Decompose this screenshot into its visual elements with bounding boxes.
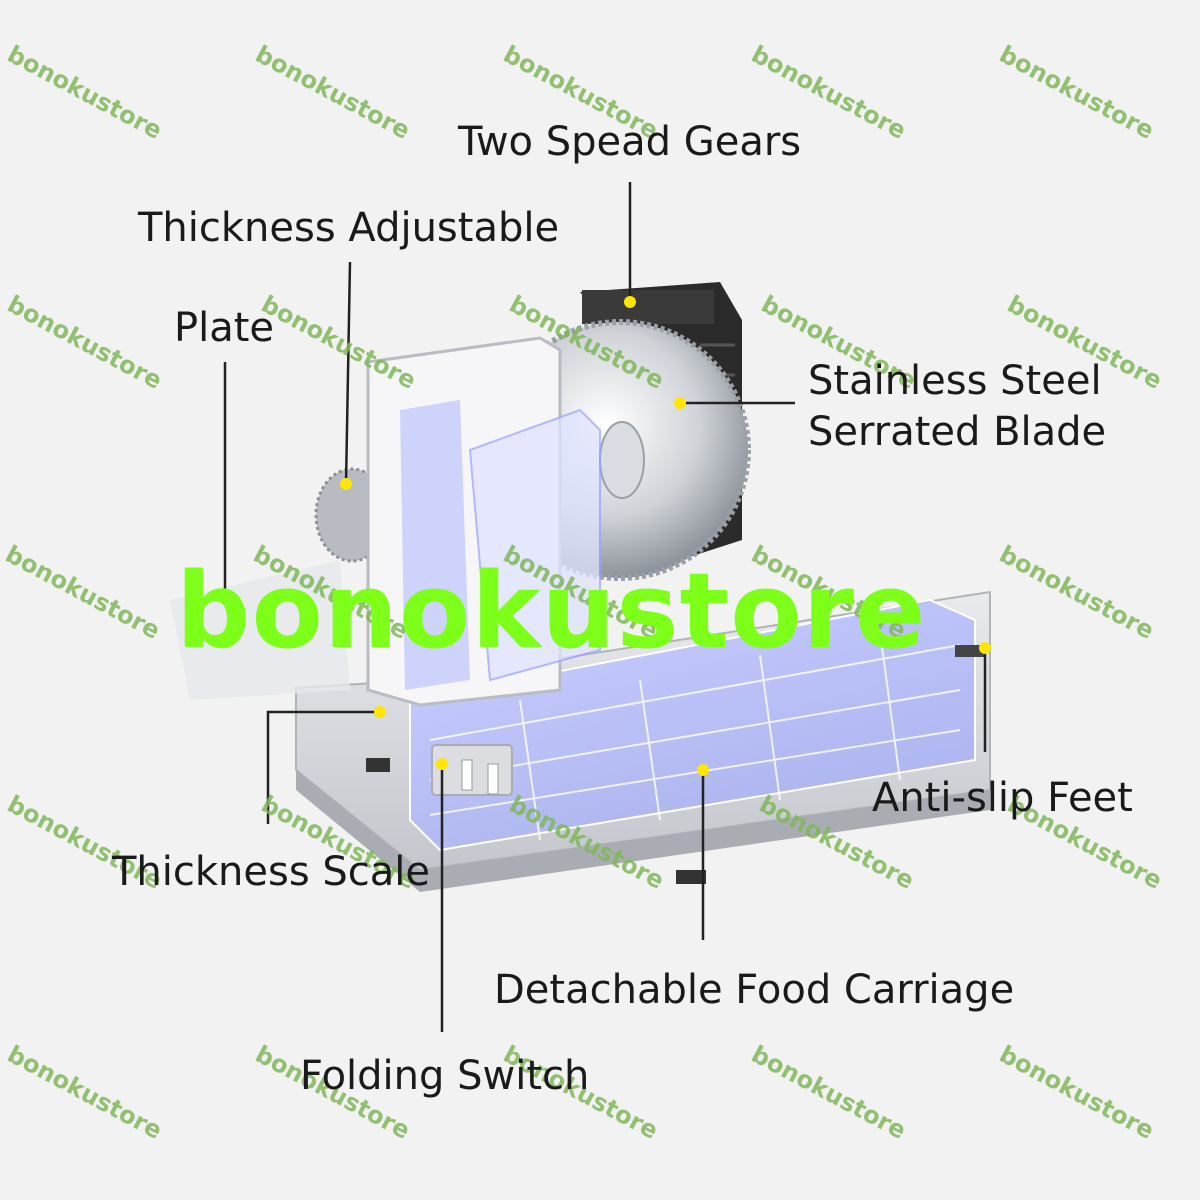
marker-folding-switch xyxy=(436,758,448,770)
label-anti-slip-feet: Anti-slip Feet xyxy=(872,775,1133,821)
label-blade-line-1: Stainless Steel xyxy=(808,358,1102,404)
foot-right xyxy=(955,645,985,657)
marker-two-speed-gears xyxy=(624,296,636,308)
foot-front xyxy=(676,870,706,884)
foot-left xyxy=(366,758,390,772)
label-thickness-adjustable: Thickness Adjustable xyxy=(138,205,560,251)
leader-thickness-scale xyxy=(266,710,380,824)
label-detachable-food-carriage: Detachable Food Carriage xyxy=(494,967,1015,1013)
side-tray xyxy=(170,560,350,700)
leader-thickness-adjustable xyxy=(344,261,352,485)
label-blade-line-2: Serrated Blade xyxy=(808,408,1107,455)
watermark-large: bonokustore xyxy=(176,550,927,672)
switch-button-2 xyxy=(487,763,499,795)
marker-dots xyxy=(219,296,991,776)
marker-anti-slip-feet xyxy=(979,642,991,654)
marker-plate xyxy=(219,592,231,604)
plate-glow xyxy=(400,400,470,690)
marker-food-carriage xyxy=(697,764,709,776)
food-carriage xyxy=(409,598,976,852)
label-two-speed-gears: Two Spead Gears xyxy=(458,119,802,165)
label-folding-switch: Folding Switch xyxy=(300,1053,590,1099)
food-pusher xyxy=(468,408,601,682)
blade-hub xyxy=(599,421,645,499)
leader-lines xyxy=(223,182,987,1032)
label-stainless-steel-blade: Stainless Steel Serrated Blade xyxy=(808,356,1106,458)
carriage-grid xyxy=(429,631,961,841)
switch-button-1 xyxy=(461,759,473,791)
marker-thickness-adjustable xyxy=(340,478,352,490)
speed-gear-panel xyxy=(582,290,714,324)
label-thickness-scale: Thickness Scale xyxy=(112,849,431,895)
marker-thickness-scale xyxy=(374,706,386,718)
label-plate: Plate xyxy=(174,305,275,351)
marker-blade xyxy=(674,397,686,409)
